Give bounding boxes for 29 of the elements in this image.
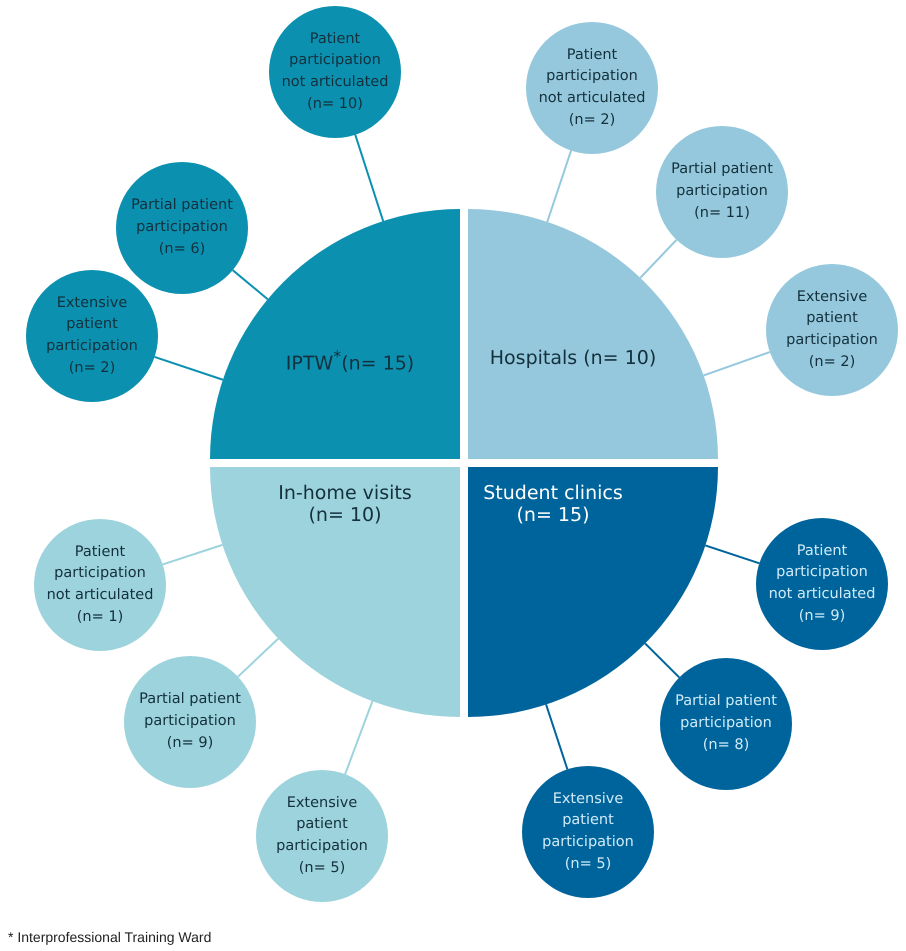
connector-line	[546, 150, 572, 222]
circle-label: Partial patient participation (n= 6)	[130, 196, 234, 259]
circle-label: Extensive patient participation (n= 5)	[541, 790, 635, 874]
segment-label: IPTW$^{*}$(n= 15)	[284, 347, 416, 374]
connector-line	[237, 638, 279, 678]
connector-line	[705, 544, 760, 564]
connector-line	[154, 356, 224, 381]
connector-line	[162, 544, 223, 566]
circle-label: Extensive patient participation (n= 2)	[45, 294, 139, 378]
connector-line	[344, 700, 374, 775]
connector-line	[703, 351, 770, 376]
connector-line	[354, 134, 384, 222]
circle-label: Patient participation not articulated (n= 1)	[46, 542, 154, 627]
circle-label: Patient participation not articulated (n= 10)	[280, 30, 390, 114]
circle-label: Extensive patient participation (n= 5)	[275, 794, 369, 878]
segment-label: Student clinics (n= 15)	[482, 482, 624, 526]
circle-label: Patient participation not articulated (n= 9)	[768, 542, 876, 626]
circle-label: Partial patient participation (n= 9)	[138, 690, 242, 753]
connector-line	[644, 642, 680, 678]
circle-label: Partial patient participation (n= 8)	[674, 692, 778, 755]
circle-label: Extensive patient participation (n= 2)	[785, 288, 879, 372]
footnote: * Interprofessional Training Ward	[8, 929, 212, 945]
circle-label: Patient participation not articulated (n= 2)	[538, 46, 646, 130]
connector-line	[545, 704, 568, 770]
connector-line	[640, 239, 678, 279]
connector-line	[232, 269, 268, 300]
segment-label: Hospitals (n= 10)	[488, 347, 658, 369]
circle-label: Partial patient participation (n= 11)	[670, 160, 774, 223]
segment-label: In-home visits (n= 10)	[277, 482, 413, 526]
